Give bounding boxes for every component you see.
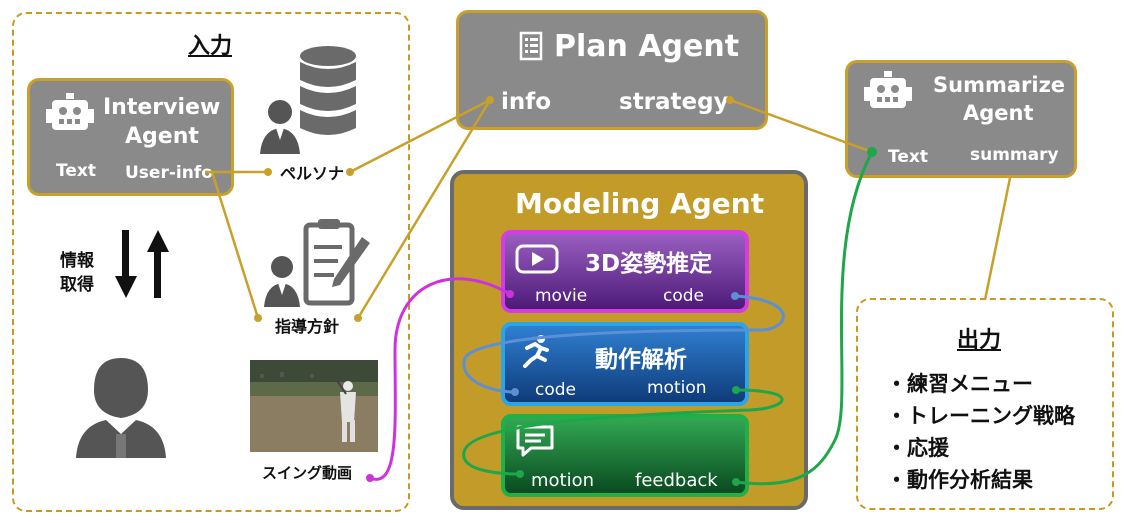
summarize-agent-title-2: Agent (963, 101, 1034, 125)
pose-port-movie: movie (535, 286, 588, 306)
pose-estimation-box: 3D姿勢推定 movie code (501, 230, 749, 313)
guidance-clipboard-icon (264, 219, 370, 307)
robot-icon (864, 71, 912, 108)
summarize-port-summary: summary (970, 145, 1059, 165)
motion-title: 動作解析 (595, 347, 687, 373)
output-item: ・応援 (886, 436, 949, 460)
output-panel-title: 出力 (957, 328, 1002, 353)
guidance-label: 指導方針 (275, 317, 340, 336)
interview-agent-title-1: Interview (103, 95, 221, 120)
plan-agent-title: Plan Agent (554, 29, 740, 64)
down-arrow-icon (115, 230, 137, 298)
input-panel-title: 入力 (188, 34, 233, 59)
feedback-box: motion feedback (501, 414, 749, 497)
summarize-port-text: Text (888, 147, 928, 167)
motion-analysis-box: 動作解析 code motion (501, 322, 749, 406)
plan-port-info: info (501, 89, 552, 115)
summarize-agent-box: Summarize Agent Text summary (845, 60, 1077, 178)
motion-port-code: code (535, 380, 576, 400)
summarize-agent-title-1: Summarize (933, 73, 1066, 97)
output-list: ・練習メニュー ・トレーニング戦略 ・応援 ・動作分析結果 (886, 368, 1075, 496)
motion-port-motion: motion (647, 378, 707, 398)
persona-label: ペルソナ (280, 164, 345, 183)
pose-port-code: code (663, 286, 704, 306)
feedback-port-motion: motion (531, 470, 595, 491)
up-arrow-icon (147, 230, 169, 298)
output-item: ・練習メニュー (886, 372, 1033, 396)
interview-port-text: Text (56, 161, 96, 181)
feedback-port-feedback: feedback (635, 470, 718, 491)
info-acquire-line2: 取得 (60, 275, 94, 295)
user-avatar-icon (76, 358, 166, 458)
video-play-icon (515, 244, 559, 274)
plan-agent-box: Plan Agent info strategy (456, 10, 768, 130)
interview-agent-box: Interview Agent Text User-info (27, 78, 234, 196)
output-item: ・動作分析結果 (886, 468, 1033, 492)
interview-port-userinfo: User-info (125, 163, 213, 183)
chat-bubble-icon (516, 425, 554, 457)
output-item: ・トレーニング戦略 (886, 404, 1075, 428)
info-acquire-line1: 情報 (60, 251, 94, 271)
robot-icon (46, 93, 94, 130)
plan-port-strategy: strategy (619, 89, 729, 115)
pose-title: 3D姿勢推定 (585, 251, 713, 277)
input-panel (12, 12, 410, 512)
swing-video-thumbnail (250, 360, 378, 452)
swing-video-label: スイング動画 (262, 464, 353, 482)
interview-agent-title-2: Agent (125, 124, 199, 149)
modeling-agent-title: Modeling Agent (515, 187, 765, 220)
persona-database-icon (260, 46, 356, 154)
document-icon (519, 31, 543, 61)
